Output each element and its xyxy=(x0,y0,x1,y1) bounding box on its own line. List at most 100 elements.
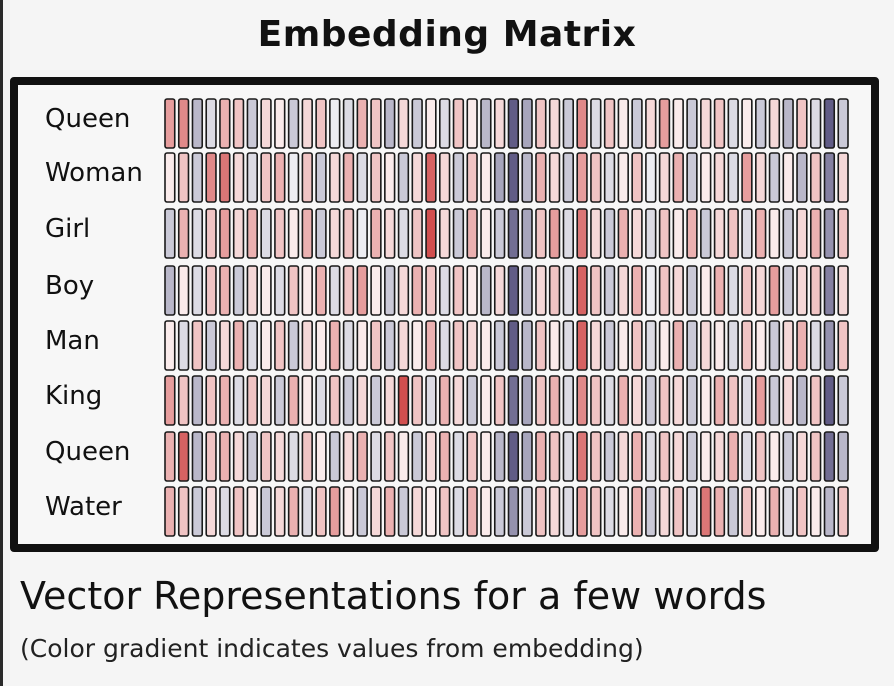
matrix-cell xyxy=(686,486,698,537)
matrix-cell xyxy=(521,208,533,259)
matrix-cell xyxy=(603,152,616,203)
matrix-cell xyxy=(177,375,190,426)
matrix-cell xyxy=(521,375,533,426)
matrix-cell xyxy=(452,152,465,203)
matrix-cell xyxy=(480,486,492,537)
matrix-cell xyxy=(645,98,657,149)
matrix-cell xyxy=(329,98,341,149)
matrix-cell xyxy=(246,486,258,537)
matrix-cell xyxy=(727,98,739,149)
matrix-cell xyxy=(438,486,451,537)
matrix-cell xyxy=(631,431,643,482)
subtitle: Vector Representations for a few words xyxy=(20,574,767,618)
matrix-cell xyxy=(466,320,478,371)
matrix-cell xyxy=(384,208,396,259)
matrix-cell xyxy=(672,152,684,203)
matrix-cell xyxy=(438,98,451,149)
matrix-cell xyxy=(466,152,478,203)
matrix-cell xyxy=(672,320,684,371)
matrix-cell xyxy=(727,486,739,537)
matrix-cell xyxy=(535,486,547,537)
matrix-cell xyxy=(631,265,643,316)
matrix-cell xyxy=(493,486,506,537)
matrix-cell xyxy=(658,265,671,316)
matrix-cell xyxy=(631,152,643,203)
matrix-cell xyxy=(246,320,258,371)
matrix-cell xyxy=(164,152,176,203)
matrix-cell xyxy=(480,431,492,482)
matrix-cell xyxy=(466,265,478,316)
matrix-cell xyxy=(411,375,423,426)
matrix-cell xyxy=(672,431,684,482)
matrix-cell xyxy=(246,375,258,426)
matrix-cell xyxy=(727,431,739,482)
matrix-cell xyxy=(370,265,382,316)
matrix-cell xyxy=(603,431,616,482)
matrix-cell xyxy=(658,320,671,371)
matrix-cell xyxy=(287,431,300,482)
matrix-cell xyxy=(837,320,849,371)
matrix-cell xyxy=(411,152,423,203)
matrix-cell xyxy=(164,98,176,149)
matrix-cell xyxy=(755,486,767,537)
row-label-girl: Girl xyxy=(45,214,91,244)
matrix-cell xyxy=(480,98,492,149)
matrix-cell xyxy=(535,431,547,482)
matrix-cell xyxy=(521,98,533,149)
matrix-cell xyxy=(658,152,671,203)
matrix-cell xyxy=(411,320,423,371)
matrix-cell xyxy=(397,152,410,203)
matrix-cell xyxy=(301,265,313,316)
matrix-cell xyxy=(809,486,822,537)
matrix-cell xyxy=(686,431,698,482)
matrix-cell xyxy=(768,265,781,316)
matrix-cell xyxy=(384,265,396,316)
matrix-cell xyxy=(755,265,767,316)
matrix-cell xyxy=(466,431,478,482)
matrix-cell xyxy=(397,320,410,371)
matrix-cell xyxy=(425,431,437,482)
matrix-cell xyxy=(741,320,753,371)
matrix-cell xyxy=(260,320,272,371)
matrix-cell xyxy=(205,375,217,426)
matrix-cell xyxy=(260,375,272,426)
matrix-cell xyxy=(590,265,602,316)
matrix-cell xyxy=(823,486,836,537)
matrix-cell xyxy=(672,486,684,537)
matrix-cell xyxy=(823,265,836,316)
matrix-cell xyxy=(315,265,327,316)
matrix-cell xyxy=(562,431,575,482)
matrix-cell xyxy=(507,431,520,482)
matrix-cell xyxy=(177,152,190,203)
matrix-cell xyxy=(191,208,204,259)
matrix-cell xyxy=(397,375,410,426)
matrix-cell xyxy=(576,320,588,371)
matrix-cell xyxy=(686,320,698,371)
matrix-cell xyxy=(672,375,684,426)
matrix-cell xyxy=(809,375,822,426)
matrix-cell xyxy=(535,208,547,259)
matrix-cell xyxy=(356,486,368,537)
matrix-cell xyxy=(219,320,231,371)
matrix-cell xyxy=(727,375,739,426)
matrix-cell xyxy=(741,375,753,426)
matrix-cell xyxy=(480,375,492,426)
matrix-cell xyxy=(329,320,341,371)
matrix-cell xyxy=(713,320,726,371)
matrix-cell xyxy=(700,265,712,316)
matrix-cell xyxy=(837,98,849,149)
matrix-cell xyxy=(590,320,602,371)
matrix-cell xyxy=(411,98,423,149)
matrix-cell xyxy=(645,208,657,259)
matrix-cell xyxy=(342,486,355,537)
matrix-cell xyxy=(164,375,176,426)
matrix-cell xyxy=(260,98,272,149)
matrix-cell xyxy=(452,208,465,259)
matrix-cell xyxy=(342,375,355,426)
row-label-man: Man xyxy=(45,326,100,356)
row-label-queen-2: Queen xyxy=(45,437,131,467)
diagram-title: Embedding Matrix xyxy=(257,14,637,55)
matrix-cell xyxy=(823,431,836,482)
matrix-cell xyxy=(287,486,300,537)
matrix-cell xyxy=(287,375,300,426)
